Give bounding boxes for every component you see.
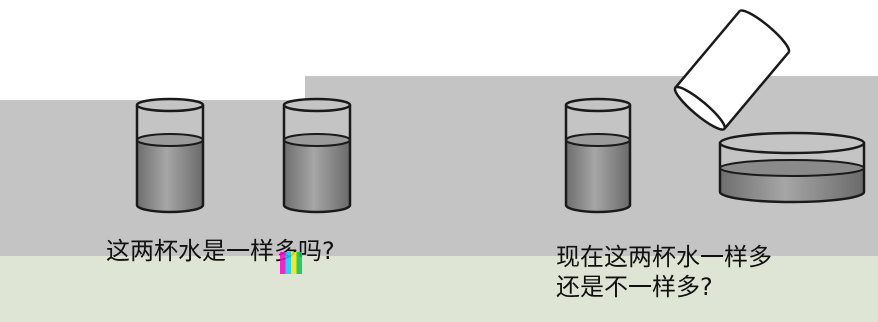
cup-left-icon [135, 97, 205, 214]
color-artifact [280, 252, 302, 274]
green-band-bottom-left [0, 275, 310, 322]
cup-middle-icon [282, 97, 352, 214]
cup-right-icon [564, 97, 632, 214]
question-right-line2: 还是不一样多? [556, 273, 713, 301]
basin-icon [718, 131, 866, 204]
pouring-cup-icon [673, 9, 791, 131]
question-right-line1: 现在这两杯水一样多 [556, 243, 772, 271]
